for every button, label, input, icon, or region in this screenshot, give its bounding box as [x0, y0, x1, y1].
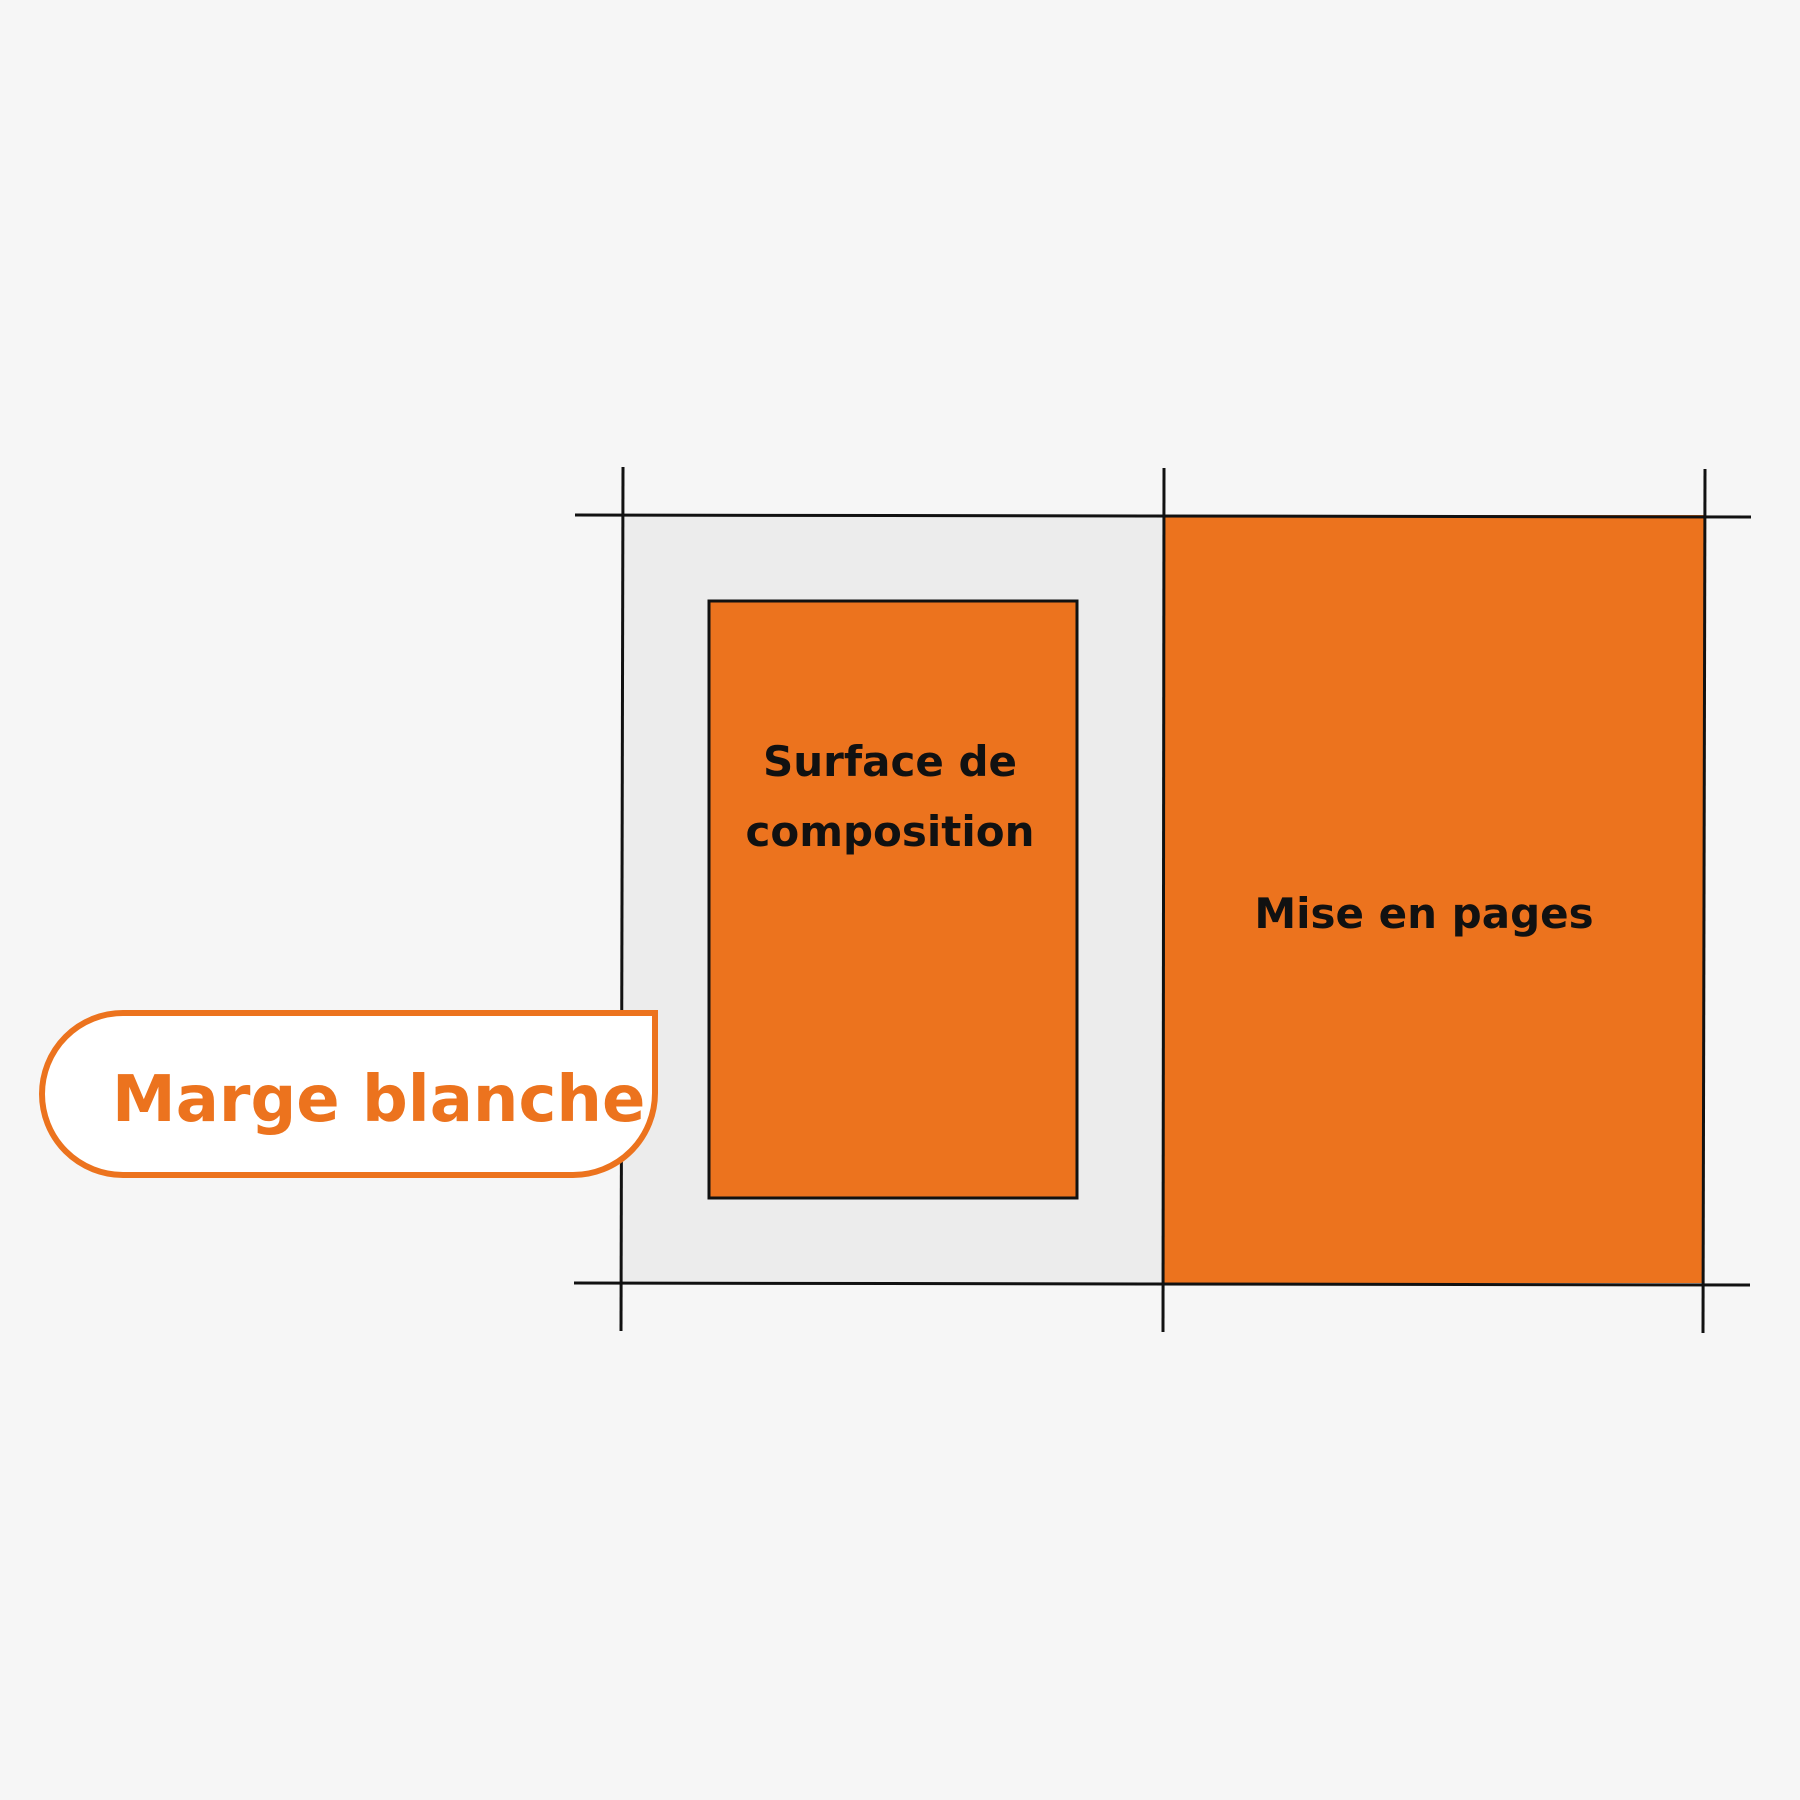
- trim-line-right: [1701, 468, 1707, 1334]
- margin-label-text: Marge blanche: [112, 1063, 645, 1137]
- composition-label-line1: Surface de: [763, 737, 1017, 786]
- composition-surface: [707, 599, 1079, 1200]
- trim-line-middle: [1161, 467, 1166, 1333]
- margin-label-badge: [39, 1010, 658, 1178]
- right-page-layout-area: [1163, 515, 1704, 1283]
- composition-label-line2: composition: [745, 807, 1034, 856]
- trim-lines: [573, 466, 1752, 1334]
- layout-label: Mise en pages: [1254, 889, 1593, 938]
- trim-line-left: [619, 466, 625, 1332]
